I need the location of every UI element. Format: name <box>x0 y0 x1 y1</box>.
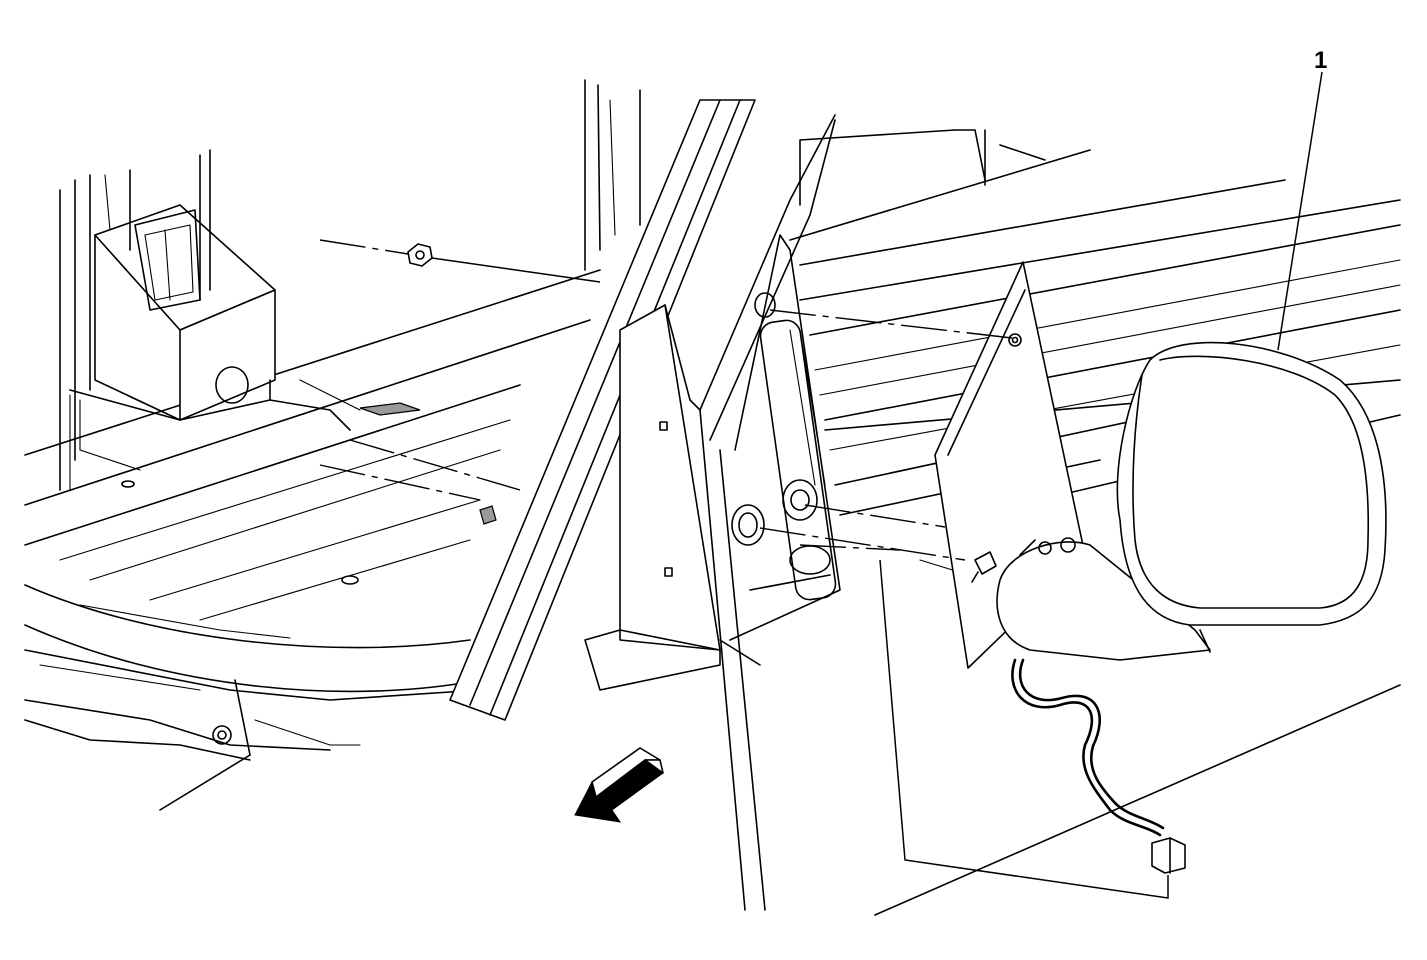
mirror-fasteners <box>359 243 497 525</box>
exploded-view-lines <box>319 239 1013 561</box>
nut-icon <box>407 243 433 267</box>
vehicle-body-outline <box>24 269 601 811</box>
connector-leader-line <box>879 559 1169 899</box>
outside-mirror-assembly <box>934 261 1387 669</box>
mirror-wiring-harness <box>1011 658 1186 874</box>
door-frame <box>699 114 841 911</box>
callout-label-1: 1 <box>1314 47 1327 74</box>
a-pillar <box>449 79 756 721</box>
cab-inner-panel <box>59 149 361 491</box>
forward-arrow-icon <box>574 747 664 823</box>
callout-leader <box>1277 71 1323 351</box>
door-trim-panel <box>584 304 721 691</box>
